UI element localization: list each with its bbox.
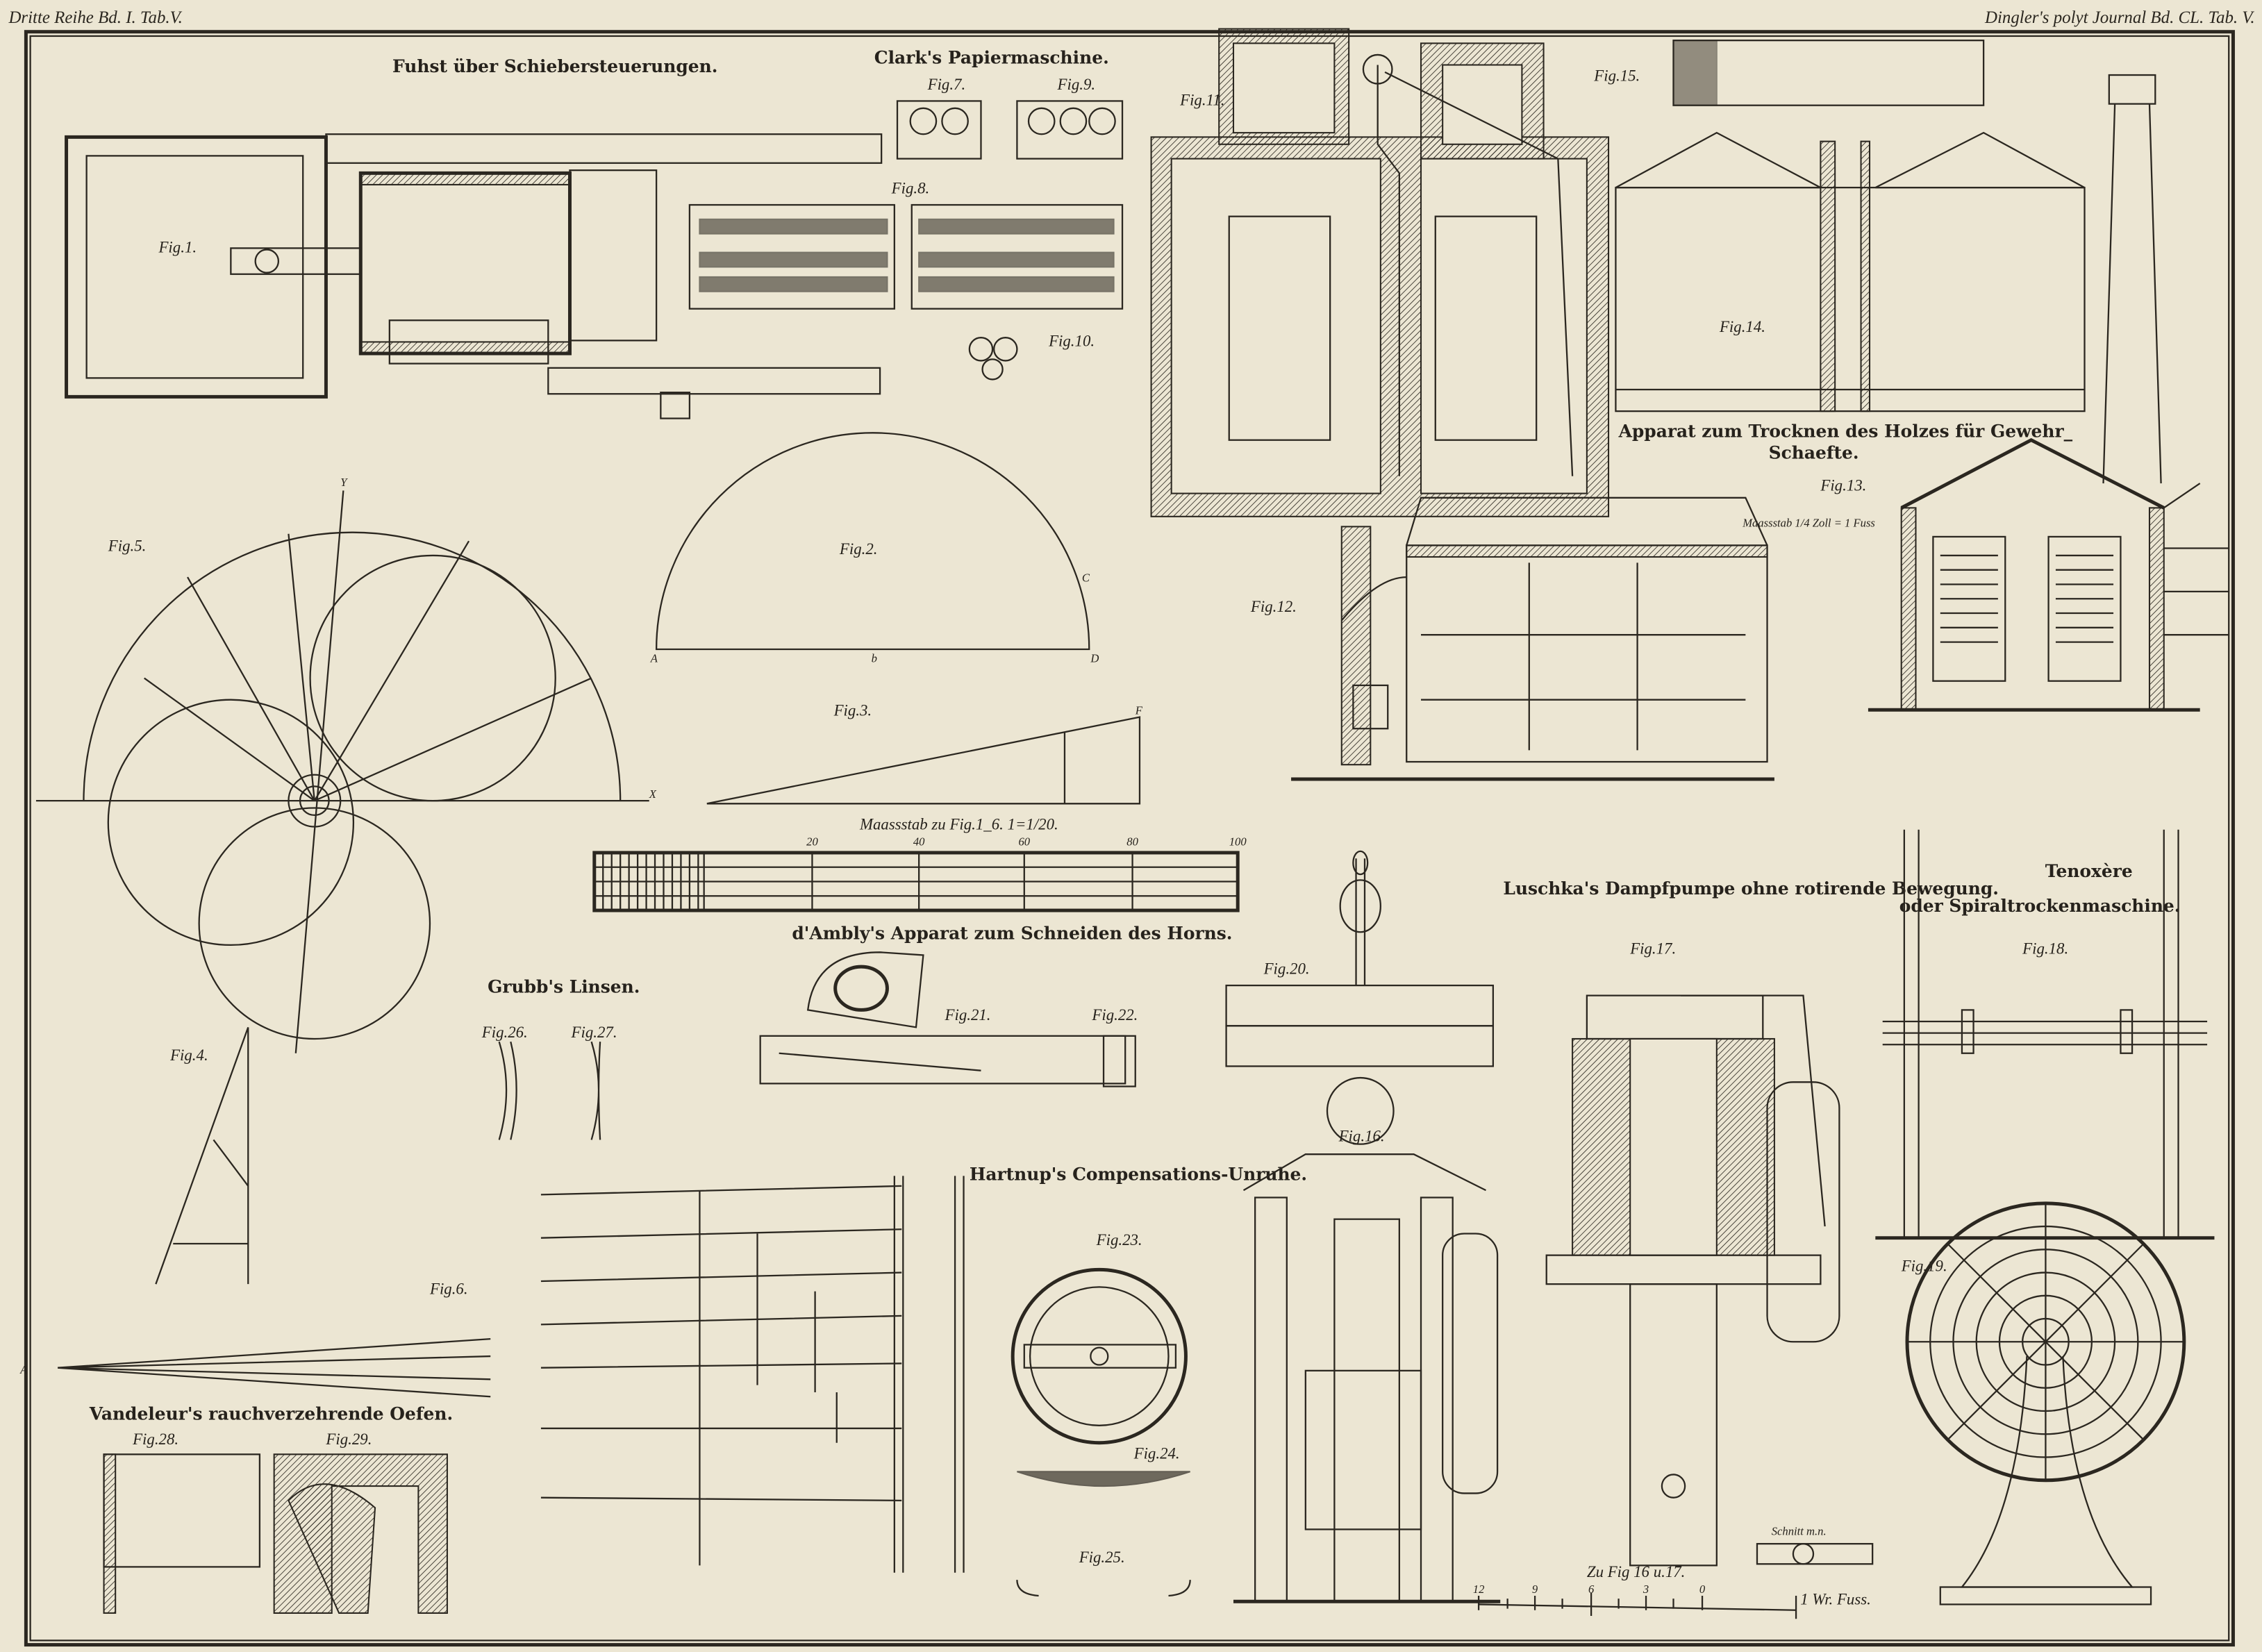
scale-tick-80: 80 [1126,835,1138,849]
point-label-d: D [1090,652,1099,665]
title-grubb: Grubb's Linsen. [488,976,640,996]
fig5-valve-diagram [35,490,649,1053]
fig23-compensation-balance [1011,1267,1188,1445]
fig-label-26: Fig.26. [481,1024,528,1041]
fig3-triangle [706,716,1141,805]
point-label-b: b [872,652,877,665]
scale-tick-12: 12 [1473,1583,1485,1596]
fig1-slide-valve-drawing [65,133,883,419]
title-tenoxere-line1: Tenoxère [2045,861,2133,881]
title-hartnup: Hartnup's Compensations-Unruhe. [970,1165,1307,1185]
fig-label-20: Fig.20. [1263,960,1310,977]
fig-label-9: Fig.9. [1057,76,1096,93]
plate-border [24,30,2235,1647]
fig-label-21: Fig.21. [945,1006,991,1024]
title-ambly: d'Ambly's Apparat zum Schneiden des Horn… [792,924,1232,944]
fig-label-27: Fig.27. [571,1024,617,1041]
fig12-drying-chamber-section [1291,497,1774,781]
scale-tick-9: 9 [1532,1583,1538,1596]
fig-label-22: Fig.22. [1091,1006,1138,1024]
fig2-semicircle [655,432,1090,651]
fig10-roller-gears [968,337,1018,381]
fig-label-3: Fig.3. [833,702,872,719]
point-label-f: F [1135,703,1143,717]
fig6-point-a: A [19,1363,28,1376]
scale-tick-6: 6 [1588,1583,1595,1596]
fig-label-13: Fig.13. [1820,476,1866,494]
fig19-spiral-wheel [1905,1201,2186,1605]
fig16-steam-pump-elevation [1233,1153,1501,1603]
fig13-drying-house-section [1868,437,2229,712]
fig-label-24: Fig.24. [1133,1445,1180,1462]
scale-fig13-label: Maassstab 1/4 Zoll = 1 Fuss [1742,516,1875,529]
schnitt-label: Schnitt m.n. [1772,1525,1827,1538]
fig4-triangle [155,1026,249,1285]
fig28-29-furnaces [103,1453,448,1614]
fig15-pipe [1672,40,1985,106]
fig-label-16: Fig.16. [1338,1127,1385,1144]
fig-label-28: Fig.28. [132,1430,178,1448]
scale-bar-fig1-6 [592,851,1240,912]
fig-label-17: Fig.17. [1629,940,1676,957]
scale-tick-0: 0 [1699,1583,1706,1596]
scale-tick-100: 100 [1229,835,1247,849]
fig-label-12: Fig.12. [1250,598,1297,615]
axis-label-x: X [649,787,657,801]
fig8-paper-machine-plan [688,203,1124,310]
title-tenoxere-line2: oder Spiraltrockenmaschine. [1899,896,2181,916]
fig-label-19: Fig.19. [1901,1257,1947,1274]
title-luschka: Luschka's Dampfpumpe ohne rotirende Bewe… [1503,878,1999,899]
title-fuhst: Fuhst über Schiebersteuerungen. [392,56,717,76]
fig-label-7: Fig.7. [927,76,966,93]
fig-label-6: Fig.6. [429,1280,468,1298]
fig21-horn-cutter [759,951,1126,1085]
fig-label-4: Fig.4. [169,1046,208,1064]
section-mn-detail [1756,1543,1874,1565]
fig24-balance-rim [1017,1471,1190,1487]
fig-label-8: Fig.8. [891,179,930,197]
lens-profiles [498,1041,601,1140]
fig-label-10: Fig.10. [1048,333,1095,350]
fig14-building-elevation [1615,131,2086,412]
title-trocknen-line1: Apparat zum Trocknen des Holzes für Gewe… [1618,422,2073,442]
fig22-detail [1102,1035,1136,1087]
fig-label-1: Fig.1. [158,239,197,256]
scale-tick-3: 3 [1643,1583,1649,1596]
fig-label-14: Fig.14. [1719,318,1765,335]
fig-label-2: Fig.2. [839,540,878,558]
fig-label-15: Fig.15. [1593,67,1640,84]
fig-label-23: Fig.23. [1096,1231,1142,1249]
fig-label-11: Fig.11. [1179,92,1224,109]
scale-unit-wiener-fuss: 1 Wr. Fuss. [1800,1590,1871,1608]
scale-tick-20: 20 [806,835,818,849]
fig6-balance-diagram [58,1176,965,1573]
fig20-pump-valve [1225,850,1495,1145]
plate-header-left: Dritte Reihe Bd. I. Tab.V. [8,8,182,27]
scale-tick-60: 60 [1018,835,1030,849]
scale-fig1-6-label: Maassstab zu Fig.1_6. 1=1/20. [859,816,1058,833]
plate-header-right: Dingler's polyt Journal Bd. CL. Tab. V. [1984,8,2255,27]
point-label-c: C [1082,571,1090,584]
scale-tick-40: 40 [913,835,925,849]
fig7-fig9-rollers [896,100,1124,160]
fig17-steam-pump-section [1545,994,1840,1567]
fig-label-5: Fig.5. [108,537,147,555]
scale-fig16-17-label: Zu Fig 16 u.17. [1587,1563,1685,1580]
title-vandeleur: Vandeleur's rauchverzehrende Oefen. [89,1403,453,1424]
fig-label-29: Fig.29. [325,1430,372,1448]
title-trocknen-line2: Schaefte. [1769,443,1859,463]
title-clark: Clark's Papiermaschine. [874,47,1109,67]
axis-label-y: Y [340,476,348,489]
fig11-drying-house-plan [1150,28,1610,517]
point-label-a: A [650,652,658,665]
fig25-arc [1016,1580,1191,1597]
chimney [2102,74,2162,484]
fig-label-18: Fig.18. [2022,940,2068,957]
scale-bar-fig16-17 [1477,1592,1797,1619]
fig-label-25: Fig.25. [1079,1549,1125,1566]
